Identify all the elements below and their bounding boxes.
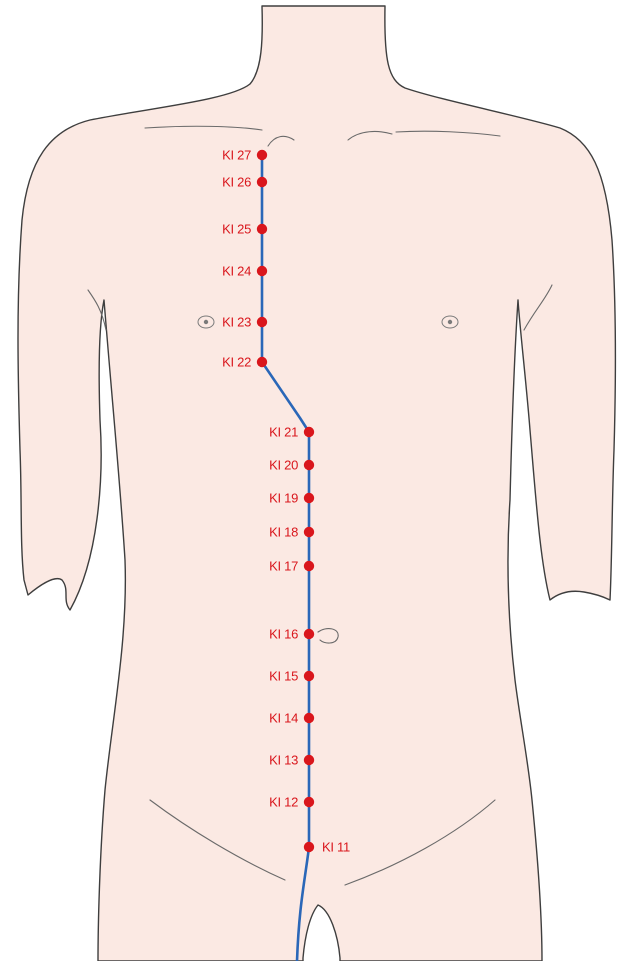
acupoint-label-ki-11: KI 11 [322,840,350,855]
acupoint-label-ki-15: KI 15 [269,669,298,684]
acupoint-label-ki-14: KI 14 [269,711,298,726]
acupoint-ki-11 [304,842,314,852]
acupoint-ki-19 [304,493,314,503]
acupoint-ki-23 [257,317,267,327]
acupoint-label-ki-21: KI 21 [269,425,298,440]
acupoint-ki-14 [304,713,314,723]
acupoint-label-ki-24: KI 24 [222,264,251,279]
acupoint-label-ki-18: KI 18 [269,525,298,540]
acupoint-label-ki-20: KI 20 [269,458,298,473]
acupoint-ki-17 [304,561,314,571]
acupoint-ki-20 [304,460,314,470]
acupoint-label-ki-13: KI 13 [269,753,298,768]
acupoint-ki-22 [257,357,267,367]
acupoint-label-ki-17: KI 17 [269,559,298,574]
acupoint-label-ki-22: KI 22 [222,355,251,370]
acupoint-label-ki-12: KI 12 [269,795,298,810]
acupoint-ki-21 [304,427,314,437]
torso-outline [18,6,615,961]
acupoint-label-ki-16: KI 16 [269,627,298,642]
acupoint-ki-24 [257,266,267,276]
acupoint-ki-26 [257,177,267,187]
acupoint-ki-27 [257,150,267,160]
acupoint-ki-16 [304,629,314,639]
acupoint-label-ki-26: KI 26 [222,175,251,190]
acupoint-ki-13 [304,755,314,765]
acupoint-ki-18 [304,527,314,537]
acupoint-label-ki-25: KI 25 [222,222,251,237]
acupoint-ki-12 [304,797,314,807]
acupoint-label-ki-19: KI 19 [269,491,298,506]
acupoint-label-ki-23: KI 23 [222,315,251,330]
acupoint-ki-15 [304,671,314,681]
acupoint-ki-25 [257,224,267,234]
acupoint-label-ki-27: KI 27 [222,148,251,163]
